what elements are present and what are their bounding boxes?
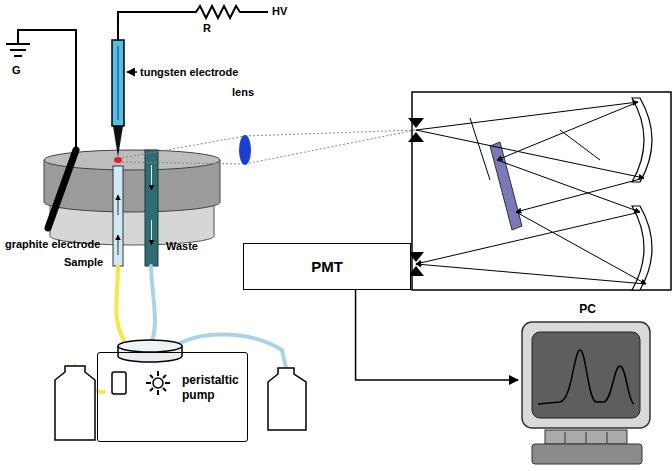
resistor-label: R <box>203 22 211 35</box>
resistor-symbol <box>118 6 268 40</box>
computer: PC <box>518 302 657 468</box>
monitor <box>522 322 650 464</box>
optical-path <box>122 130 416 165</box>
pump-box: peristaltic pump <box>97 352 248 442</box>
part-label: lens <box>232 86 254 99</box>
pump-parts <box>112 340 182 395</box>
voltage-label: HV <box>272 5 287 18</box>
node-text: peristaltic pump <box>182 373 244 403</box>
tungsten-electrode <box>112 40 124 163</box>
discharge-cell <box>44 150 220 245</box>
node-text: PC <box>518 302 657 316</box>
node-text: PMT <box>311 258 343 275</box>
part-label: graphite electrode <box>5 238 100 251</box>
detector-box: PMT <box>243 243 411 290</box>
signal-line <box>356 290 518 380</box>
ground-wire <box>6 30 76 150</box>
spectrometer <box>408 92 671 290</box>
graphite-rod <box>48 150 76 228</box>
part-label: Sample <box>64 256 103 269</box>
leader-arrow <box>127 71 137 73</box>
part-label: tungsten electrode <box>140 66 238 79</box>
reservoir-bottle <box>55 366 306 440</box>
part-label: Waste <box>166 240 198 253</box>
sample-capillary <box>113 166 123 266</box>
waste-tube <box>145 150 158 266</box>
ground-label: G <box>12 64 21 77</box>
